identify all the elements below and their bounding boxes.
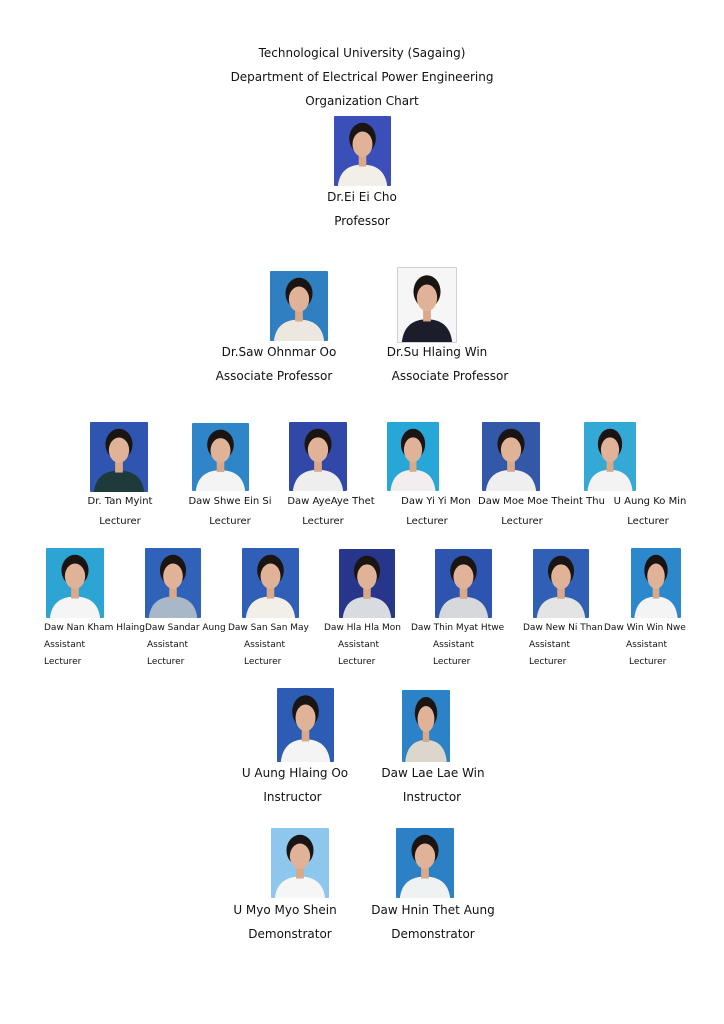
assistant-lecturer-title-line1: Assistant: [44, 640, 86, 650]
instructor-photo: [277, 688, 334, 762]
associate-professor-title: Associate Professor: [391, 369, 509, 383]
professor-photo: [334, 116, 391, 186]
lecturer-title: Lecturer: [406, 516, 448, 527]
assistant-lecturer-photo: [339, 549, 395, 618]
demonstrator-photo: [271, 828, 329, 898]
lecturer-photo: [387, 422, 439, 491]
assistant-lecturer-photo: [435, 549, 492, 618]
demonstrator-name: Daw Hnin Thet Aung: [371, 903, 495, 917]
assistant-lecturer-title-line1: Assistant: [529, 640, 571, 650]
portrait-image: [482, 422, 540, 491]
assistant-lecturer-name: Daw San San May: [228, 623, 309, 633]
portrait-image: [90, 422, 148, 492]
portrait-image: [387, 422, 439, 491]
chart-title: Organization Chart: [305, 94, 419, 108]
demonstrator-title: Demonstrator: [248, 927, 332, 941]
portrait-image: [334, 116, 391, 186]
associate-professor-name: Dr.Su Hlaing Win: [386, 345, 488, 359]
university-title: Technological University (Sagaing): [258, 46, 466, 60]
portrait-image: [289, 422, 347, 491]
department-title: Department of Electrical Power Engineeri…: [230, 70, 494, 84]
assistant-lecturer-title-line2: Lecturer: [529, 657, 567, 667]
assistant-lecturer-title-line1: Assistant: [433, 640, 475, 650]
portrait-image: [402, 690, 450, 762]
lecturer-photo: [482, 422, 540, 491]
assistant-lecturer-photo: [46, 548, 104, 618]
assistant-lecturer-name: Daw Thin Myat Htwe: [411, 623, 505, 633]
assistant-lecturer-title-line1: Assistant: [147, 640, 189, 650]
instructor-title: Instructor: [402, 790, 462, 804]
lecturer-name: Daw Moe Moe Theint Thu: [478, 496, 605, 507]
associate-professor-title: Associate Professor: [215, 369, 333, 383]
portrait-image: [584, 422, 636, 491]
lecturer-title: Lecturer: [302, 516, 344, 527]
lecturer-title: Lecturer: [99, 516, 141, 527]
assistant-lecturer-name: Daw Hla Hla Mon: [324, 623, 401, 633]
assistant-lecturer-name: Daw Sandar Aung: [145, 623, 226, 633]
associate-professor-name: Dr.Saw Ohnmar Oo: [221, 345, 337, 359]
assistant-lecturer-photo: [631, 548, 681, 618]
lecturer-name: U Aung Ko Min: [613, 496, 687, 507]
instructor-name: Daw Lae Lae Win: [381, 766, 485, 780]
professor-name: Dr.Ei Ei Cho: [327, 190, 397, 204]
portrait-image: [46, 548, 104, 618]
associate-professor-photo: [270, 271, 328, 341]
demonstrator-title: Demonstrator: [391, 927, 475, 941]
lecturer-name: Daw Yi Yi Mon: [401, 496, 471, 507]
assistant-lecturer-title-line2: Lecturer: [44, 657, 82, 667]
lecturer-photo: [584, 422, 636, 491]
lecturer-photo: [90, 422, 148, 492]
lecturer-title: Lecturer: [209, 516, 251, 527]
lecturer-title: Lecturer: [501, 516, 543, 527]
portrait-image: [270, 271, 328, 341]
portrait-image: [631, 548, 681, 618]
assistant-lecturer-name: Daw Nan Kham Hlaing: [44, 623, 145, 633]
professor-title: Professor: [334, 214, 390, 228]
portrait-image: [271, 828, 329, 898]
portrait-image: [242, 548, 299, 618]
demonstrator-photo: [396, 828, 454, 898]
lecturer-photo: [289, 422, 347, 491]
assistant-lecturer-title-line2: Lecturer: [433, 657, 471, 667]
associate-professor-photo: [397, 267, 457, 343]
demonstrator-name: U Myo Myo Shein: [233, 903, 337, 917]
portrait-image: [533, 549, 589, 618]
portrait-image: [396, 828, 454, 898]
assistant-lecturer-photo: [145, 548, 201, 618]
portrait-image: [398, 268, 456, 342]
lecturer-name: Daw AyeAye Thet: [287, 496, 375, 507]
assistant-lecturer-title-line2: Lecturer: [244, 657, 282, 667]
assistant-lecturer-title-line2: Lecturer: [629, 657, 667, 667]
lecturer-photo: [192, 423, 249, 491]
assistant-lecturer-title-line1: Assistant: [626, 640, 668, 650]
instructor-photo: [402, 690, 450, 762]
assistant-lecturer-photo: [533, 549, 589, 618]
assistant-lecturer-title-line1: Assistant: [338, 640, 380, 650]
portrait-image: [192, 423, 249, 491]
instructor-name: U Aung Hlaing Oo: [241, 766, 349, 780]
assistant-lecturer-title-line2: Lecturer: [338, 657, 376, 667]
lecturer-name: Daw Shwe Ein Si: [188, 496, 272, 507]
lecturer-title: Lecturer: [627, 516, 669, 527]
portrait-image: [339, 549, 395, 618]
assistant-lecturer-title-line1: Assistant: [244, 640, 286, 650]
assistant-lecturer-photo: [242, 548, 299, 618]
instructor-title: Instructor: [263, 790, 322, 804]
assistant-lecturer-name: Daw Win Win Nwe: [604, 623, 686, 633]
lecturer-name: Dr. Tan Myint: [87, 496, 153, 507]
portrait-image: [145, 548, 201, 618]
assistant-lecturer-title-line2: Lecturer: [147, 657, 185, 667]
portrait-image: [277, 688, 334, 762]
assistant-lecturer-name: Daw New Ni Than: [523, 623, 603, 633]
portrait-image: [435, 549, 492, 618]
